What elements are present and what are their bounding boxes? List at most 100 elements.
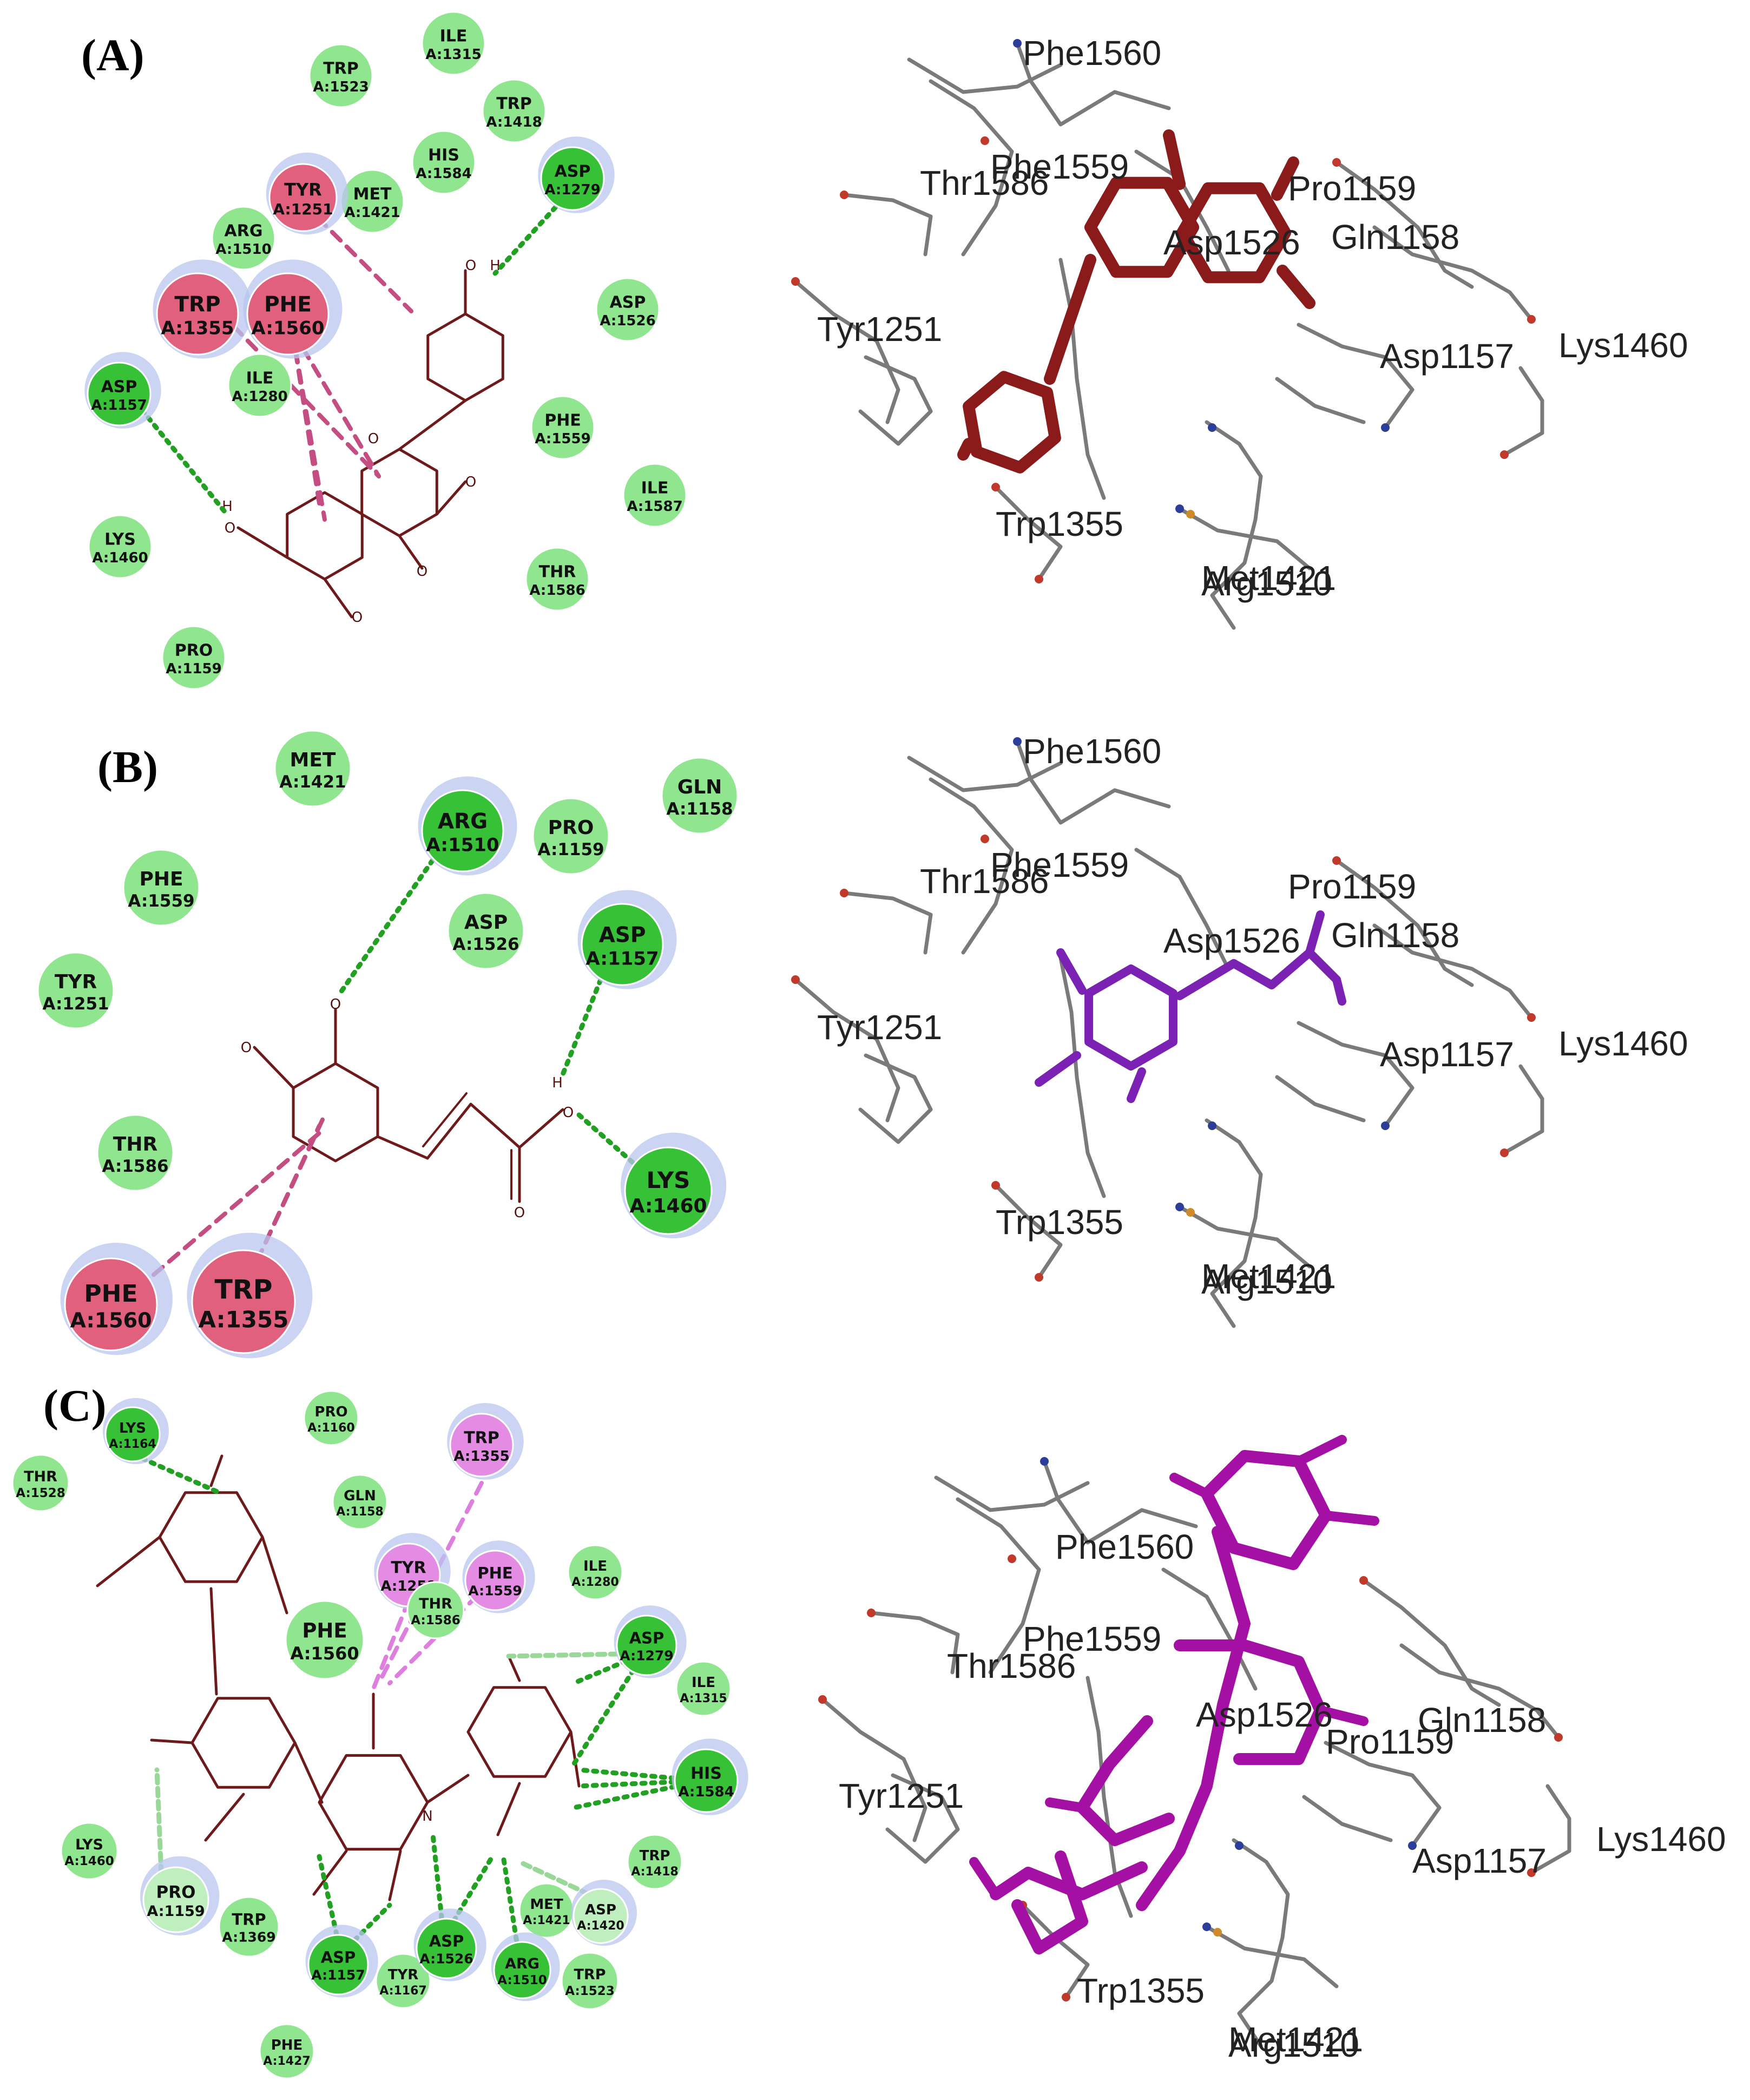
residue-name: THR xyxy=(419,1596,452,1612)
residue-name: TYR xyxy=(391,1559,426,1578)
residue-bubble xyxy=(156,272,239,356)
residue-3d-label: Tyr1251 xyxy=(817,310,942,349)
heteroatom-tip xyxy=(1035,575,1043,583)
residue-bubble xyxy=(274,730,352,808)
heteroatom-tip xyxy=(867,1609,876,1617)
bond-line xyxy=(376,1135,429,1160)
residue-id: A:1421 xyxy=(279,772,346,792)
protein-bond xyxy=(858,355,933,446)
residue-id: A:1164 xyxy=(109,1438,156,1451)
heteroatom-tip xyxy=(840,191,848,199)
residue-name: TRP xyxy=(174,293,220,317)
residue-3d-label: Met1421 xyxy=(1228,2020,1363,2059)
protein-bond xyxy=(1205,420,1263,630)
residue-name: TYR xyxy=(284,179,322,200)
heteroatom-tip xyxy=(1208,423,1216,432)
residue-3d-label: Asp1526 xyxy=(1163,223,1300,262)
ligand-bond xyxy=(1321,1511,1379,1526)
residue-3d-label: Arg1510 xyxy=(1201,564,1332,603)
residue-name: LYS xyxy=(104,530,136,549)
residue-name: PHE xyxy=(84,1280,137,1308)
glycosidic-bond xyxy=(293,1741,324,1804)
residue-id: A:1559 xyxy=(468,1583,522,1599)
protein-bond xyxy=(1302,1795,1393,1842)
heteroatom-tip xyxy=(1527,1868,1536,1877)
residue-id: A:1315 xyxy=(425,47,481,63)
residue-bubble xyxy=(259,2023,315,2079)
ligand-bond xyxy=(1056,948,1087,995)
residue-name: HIS xyxy=(690,1764,722,1783)
bond-line xyxy=(261,1535,288,1615)
residue-id: A:1560 xyxy=(70,1309,152,1333)
residue-3d-label: Gln1158 xyxy=(1331,218,1459,257)
heteroatom-tip xyxy=(981,835,989,843)
ligand-bond xyxy=(1044,254,1096,385)
residue-3d-label: Phe1559 xyxy=(1023,1619,1161,1658)
residue-bubble xyxy=(627,1834,683,1890)
residue-bubble xyxy=(11,1454,70,1512)
residue-id: A:1460 xyxy=(629,1195,707,1217)
residue-bubble xyxy=(307,1934,369,1996)
residue-name: TRP xyxy=(496,95,532,114)
residue-id: A:1523 xyxy=(313,79,369,95)
heteroatom-tip xyxy=(1186,510,1195,519)
residue-bubble xyxy=(624,1146,713,1235)
residue-id: A:1586 xyxy=(411,1613,460,1628)
residue-name: TRP xyxy=(232,1911,266,1929)
heteroatom-tip xyxy=(791,277,800,286)
residue-bubble xyxy=(88,514,153,579)
residue-bubble xyxy=(268,163,338,232)
residue-bubble xyxy=(104,1406,161,1462)
carbonyl-o-label: O xyxy=(417,563,427,580)
residue-name: ASP xyxy=(464,911,508,934)
residue-name: ASP xyxy=(555,162,591,181)
residue-id: A:1420 xyxy=(577,1919,624,1933)
residue-bubble xyxy=(211,206,276,271)
bond-line xyxy=(398,534,424,570)
bond-line xyxy=(253,1046,295,1090)
residue-bubble xyxy=(191,1249,296,1354)
heteroatom-tip xyxy=(1554,1733,1563,1742)
residue-name: TYR xyxy=(388,1967,419,1983)
residue-id: A:1157 xyxy=(91,397,147,414)
residue-bubble xyxy=(142,1866,209,1933)
sugar-ring-1 xyxy=(158,1491,264,1583)
residue-name: MET xyxy=(353,185,392,204)
bond-line xyxy=(388,1849,402,1901)
bond-line xyxy=(96,1535,161,1587)
heteroatom-tip xyxy=(1527,1013,1536,1022)
protein-bond xyxy=(1334,858,1474,987)
residue-name: THR xyxy=(24,1468,57,1485)
protein-bond xyxy=(1177,507,1312,570)
bond-line xyxy=(204,1793,245,1842)
ligand-ring xyxy=(1174,1639,1326,1765)
residue-bubble xyxy=(421,789,504,872)
residue-id: A:1526 xyxy=(452,935,519,954)
heteroatom-tip xyxy=(991,483,1000,491)
residue-3d-label: Pro1159 xyxy=(1326,1722,1454,1761)
residue-id: A:1584 xyxy=(416,166,471,182)
residue-id: A:1251 xyxy=(42,994,109,1014)
sugar-ring-4 xyxy=(466,1686,573,1778)
bond-line xyxy=(507,1655,521,1682)
residue-name: PRO xyxy=(314,1404,347,1420)
residue-id: A:1587 xyxy=(627,498,682,515)
ligand-bond xyxy=(1035,1051,1081,1087)
